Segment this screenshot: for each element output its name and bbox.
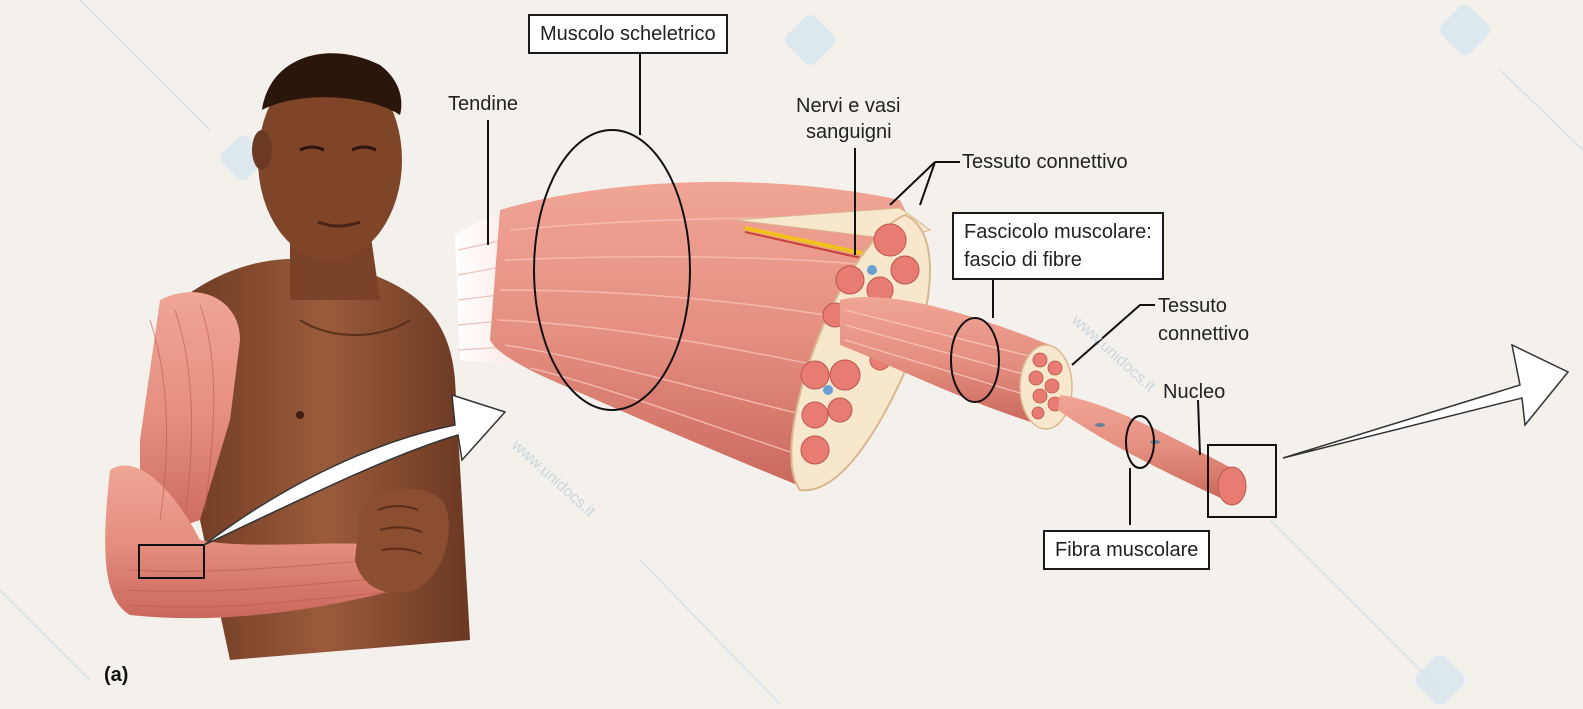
skeletal-muscle-label: Muscolo scheletrico [528, 14, 728, 54]
connective-tissue-label-1: Tessuto connettivo [962, 148, 1128, 176]
muscle-fiber-label: Fibra muscolare [1043, 530, 1210, 570]
fascicle-label: Fascicolo muscolare: fascio di fibre [952, 212, 1164, 280]
human-figure [105, 53, 470, 660]
fascicle-label-line-2: fascio di fibre [964, 246, 1152, 274]
nerves-vessels-label-2: sanguigni [806, 118, 892, 146]
connective-tissue-label-2a: Tessuto [1158, 292, 1227, 320]
fascicle-label-line-1: Fascicolo muscolare: [964, 218, 1152, 246]
muscle-fiber-shape [1058, 395, 1246, 505]
nucleus-label: Nucleo [1163, 378, 1225, 406]
zoom-arrow-2 [1283, 345, 1568, 458]
nerves-vessels-label-1: Nervi e vasi [796, 92, 900, 120]
connective-tissue-label-2b: connettivo [1158, 320, 1249, 348]
tendon-label: Tendine [448, 90, 518, 118]
panel-label: (a) [104, 664, 128, 687]
